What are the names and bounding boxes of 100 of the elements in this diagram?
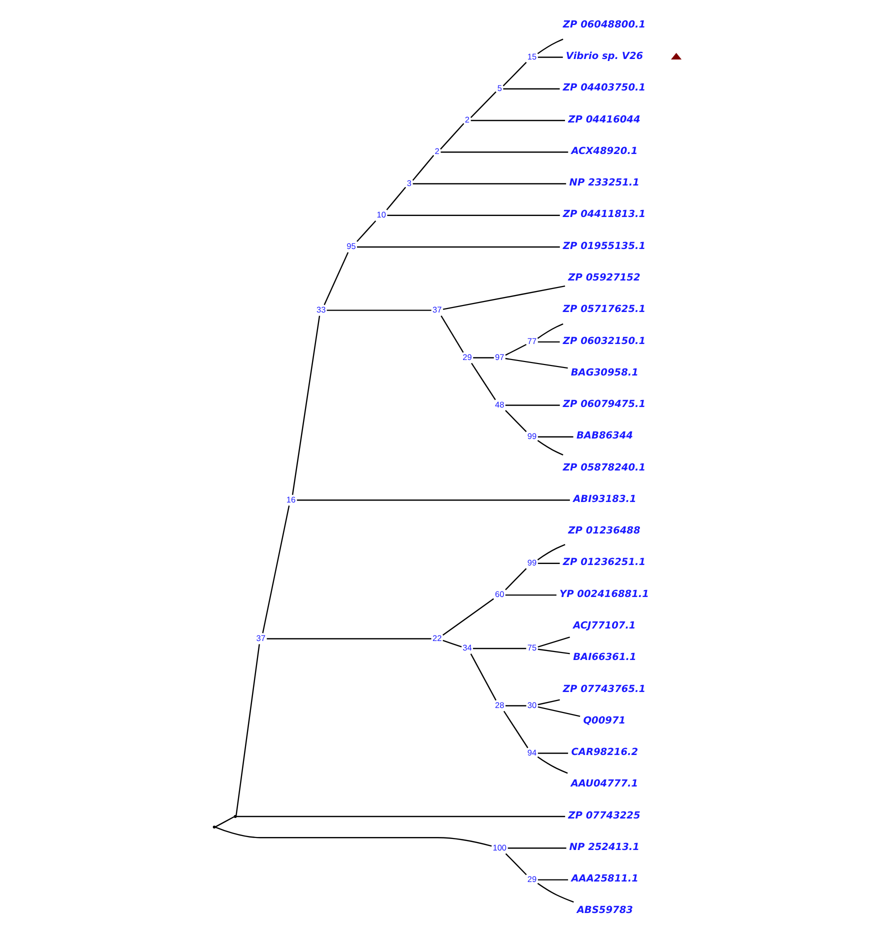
node-label: 95 <box>346 242 356 251</box>
node-label: 5 <box>497 83 502 92</box>
node-text: ACJ77107.1 <box>573 620 636 631</box>
connector <box>440 122 464 150</box>
connector <box>472 647 526 649</box>
connector <box>215 826 492 846</box>
node-point <box>234 814 237 818</box>
connector <box>473 356 494 358</box>
connector <box>505 852 527 875</box>
node-text: Vibrio sp. V26 <box>566 50 644 62</box>
node-label: 77 <box>527 336 537 346</box>
node-text: Q00971 <box>583 714 626 726</box>
node-text: ZP 06048800.1 <box>562 18 646 30</box>
connector <box>471 362 496 400</box>
node-label: 97 <box>495 352 504 362</box>
node-label: 28 <box>495 700 504 710</box>
connector <box>505 594 556 596</box>
node-label: 15 <box>527 52 537 61</box>
node-text: NP 233251.1 <box>569 177 640 188</box>
connector <box>537 543 566 560</box>
node-label: 48 <box>495 400 504 409</box>
connector <box>470 653 496 700</box>
node-text: ZP 05878240.1 <box>562 462 646 473</box>
node-text: AAA25811.1 <box>571 873 638 884</box>
node-text: ZP 07743765.1 <box>562 683 646 694</box>
connector <box>503 710 528 748</box>
node-point <box>212 825 216 828</box>
connector <box>236 644 260 816</box>
connector <box>503 88 560 89</box>
connector <box>470 119 565 121</box>
node-label: 16 <box>286 494 296 504</box>
node-label: 33 <box>316 304 326 314</box>
node-text: AAU04777.1 <box>570 778 638 790</box>
node-text: ZP 01955135.1 <box>562 240 646 252</box>
node-label: 37 <box>256 633 266 642</box>
node-text: ZP 01236251.1 <box>562 556 646 568</box>
connector <box>440 314 464 352</box>
node-label: 34 <box>462 643 472 652</box>
node-label: 99 <box>527 558 537 568</box>
connector <box>538 878 568 880</box>
node-label: 2 <box>434 146 440 156</box>
connector <box>442 639 462 647</box>
node-text: ZP 05927152 <box>568 272 640 283</box>
connector <box>505 404 560 406</box>
node-label: 75 <box>527 643 537 652</box>
node-text: BAB86344 <box>576 430 633 442</box>
node-label: 30 <box>527 700 537 710</box>
node-text: CAR98216.2 <box>571 746 638 758</box>
connector <box>538 562 560 564</box>
node-text: ZP 04411813.1 <box>562 208 646 220</box>
connector <box>412 154 434 180</box>
connector <box>537 882 574 902</box>
node-text: ZP 07743225 <box>568 810 640 821</box>
connector <box>296 499 570 500</box>
connector <box>538 648 570 654</box>
node-label: 22 <box>432 633 442 642</box>
connector <box>537 322 564 338</box>
node-label: 100 <box>492 842 507 852</box>
connector <box>324 252 349 305</box>
node-text: ABS59783 <box>576 904 633 916</box>
connector <box>538 56 563 58</box>
node-text: ABI93183.1 <box>573 493 636 504</box>
connector <box>505 568 527 590</box>
connector <box>262 505 290 633</box>
connector <box>538 706 580 716</box>
connector <box>470 90 496 118</box>
connector <box>442 598 494 636</box>
connector <box>326 309 432 310</box>
node-text: YP 002416881.1 <box>560 588 649 600</box>
node-text: ACX48920.1 <box>571 145 638 156</box>
node-text: ZP 04416044 <box>568 114 640 125</box>
node-text: ZP 01236488 <box>568 525 640 536</box>
node-text: ZP 04403750.1 <box>562 82 646 94</box>
connector <box>508 847 566 848</box>
connector <box>386 186 406 210</box>
node-label: 2 <box>464 115 470 124</box>
node-text: ZP 06079475.1 <box>562 398 646 410</box>
connector <box>538 340 560 342</box>
node-label: 29 <box>527 874 537 884</box>
connector <box>356 220 376 242</box>
node-label: 60 <box>495 590 504 599</box>
node-label: 29 <box>462 352 472 362</box>
connector <box>538 752 568 754</box>
connector <box>537 756 568 774</box>
connector <box>538 636 570 648</box>
connector <box>502 61 527 86</box>
connector <box>236 815 566 817</box>
node-label: 10 <box>376 210 386 220</box>
connector <box>387 214 560 216</box>
node-text: BAI66361.1 <box>573 652 636 663</box>
node-text: ZP 05717625.1 <box>562 304 646 315</box>
connector <box>538 698 560 705</box>
node-text: BAG30958.1 <box>570 366 638 378</box>
connector <box>215 816 234 827</box>
connector <box>356 246 560 248</box>
node-label: 94 <box>527 748 537 757</box>
connector <box>506 704 526 706</box>
connector <box>505 343 527 356</box>
node-label: 37 <box>432 304 442 314</box>
node-label: 3 <box>406 178 412 188</box>
